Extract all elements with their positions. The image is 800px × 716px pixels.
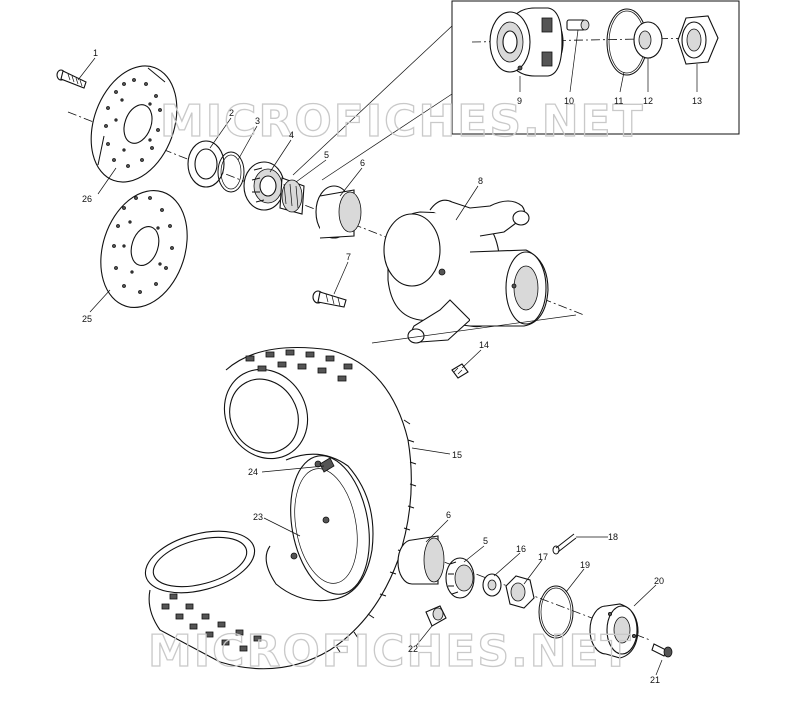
part-10-pin bbox=[566, 19, 590, 31]
label-part-2: 2 bbox=[229, 108, 234, 118]
part-17-castle-nut bbox=[505, 575, 535, 609]
label-part-21: 21 bbox=[650, 675, 660, 685]
label-part-17: 17 bbox=[538, 552, 548, 562]
leader-lines bbox=[77, 29, 698, 676]
label-part-20: 20 bbox=[654, 576, 664, 586]
label-part-5-lower: 5 bbox=[483, 536, 488, 546]
part-1-bolt bbox=[56, 69, 87, 89]
part-5-bearing-lower bbox=[445, 557, 475, 599]
label-part-1: 1 bbox=[93, 48, 98, 58]
watermark-top: MICROFICHES.NET bbox=[160, 96, 645, 147]
label-part-23: 23 bbox=[253, 512, 263, 522]
part-20-hub-cap bbox=[589, 603, 639, 659]
label-part-4: 4 bbox=[289, 130, 294, 140]
label-part-13: 13 bbox=[692, 96, 702, 106]
label-part-25: 25 bbox=[82, 314, 92, 324]
label-part-12: 12 bbox=[643, 96, 653, 106]
label-part-19: 19 bbox=[580, 560, 590, 570]
part-9-lock-collar bbox=[489, 7, 564, 77]
part-12-washer bbox=[633, 21, 663, 59]
label-part-22: 22 bbox=[408, 644, 418, 654]
label-part-24: 24 bbox=[248, 467, 258, 477]
part-18-cotter-pin bbox=[552, 533, 577, 555]
part-22-lug-nut bbox=[425, 605, 447, 627]
part-19-o-ring bbox=[538, 585, 574, 639]
label-part-11: 11 bbox=[614, 96, 623, 106]
label-part-5-upper: 5 bbox=[324, 150, 329, 160]
part-25-brake-disc bbox=[100, 189, 188, 309]
part-23-wheel-rim bbox=[265, 453, 374, 602]
part-7-bolt bbox=[312, 290, 347, 308]
part-21-screw bbox=[651, 643, 673, 658]
part-2-seal bbox=[187, 140, 225, 188]
label-part-8: 8 bbox=[478, 176, 483, 186]
label-part-14: 14 bbox=[479, 340, 489, 350]
label-part-3: 3 bbox=[255, 116, 260, 126]
part-6-race-lower bbox=[397, 535, 445, 585]
label-part-26: 26 bbox=[82, 194, 92, 204]
part-5-tapered-bearing-upper bbox=[279, 177, 305, 215]
label-part-18: 18 bbox=[608, 532, 618, 542]
watermark-bottom: MICROFICHES.NET bbox=[148, 626, 633, 677]
part-24-valve-stem bbox=[319, 457, 335, 473]
part-labels: 1 2 3 4 5 6 7 8 9 10 11 12 13 14 15 6 5 … bbox=[82, 48, 702, 685]
part-26-brake-disc bbox=[90, 65, 178, 183]
part-14-grease-fitting bbox=[451, 363, 469, 379]
label-part-6-upper: 6 bbox=[360, 158, 365, 168]
part-8-knuckle-hub bbox=[371, 199, 577, 344]
label-part-10: 10 bbox=[564, 96, 574, 106]
label-part-6-lower: 6 bbox=[446, 510, 451, 520]
part-6-race-upper bbox=[315, 185, 362, 239]
label-part-16: 16 bbox=[516, 544, 526, 554]
part-3-retaining-ring bbox=[217, 151, 245, 193]
part-16-washer bbox=[482, 573, 502, 597]
label-part-9: 9 bbox=[517, 96, 522, 106]
part-13-hex-nut bbox=[677, 15, 719, 65]
part-4-bearing bbox=[243, 161, 285, 211]
label-part-15: 15 bbox=[452, 450, 462, 460]
label-part-7: 7 bbox=[346, 252, 351, 262]
